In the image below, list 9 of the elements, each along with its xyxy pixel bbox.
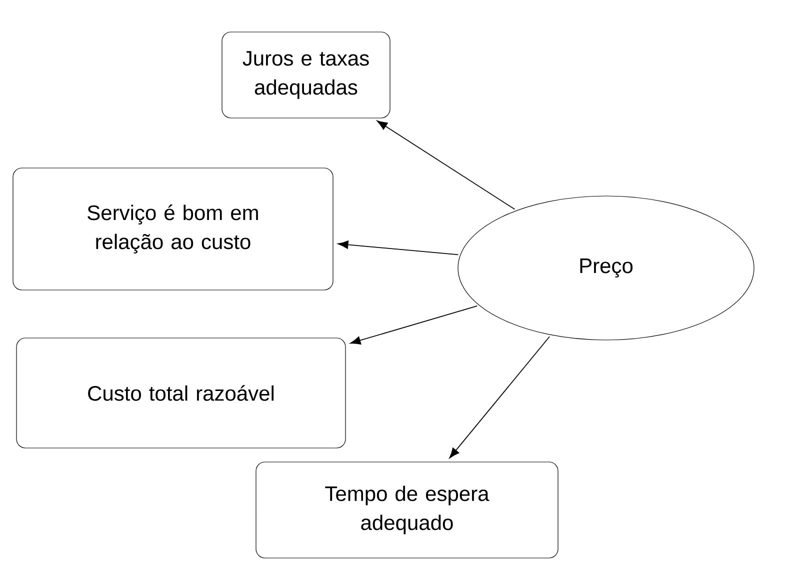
arrow [449,336,550,458]
arrow [338,240,459,256]
rounded-box: Tempo de espera adequado [256,462,558,558]
arrow [376,120,516,210]
rounded-box: Serviço é bom em relação ao custo [12,168,334,290]
ellipse-node: Preço [458,196,754,340]
arrow [350,305,478,344]
rounded-box: Juros e taxas adequadas [222,32,390,118]
rounded-box: Custo total razoável [16,338,346,448]
